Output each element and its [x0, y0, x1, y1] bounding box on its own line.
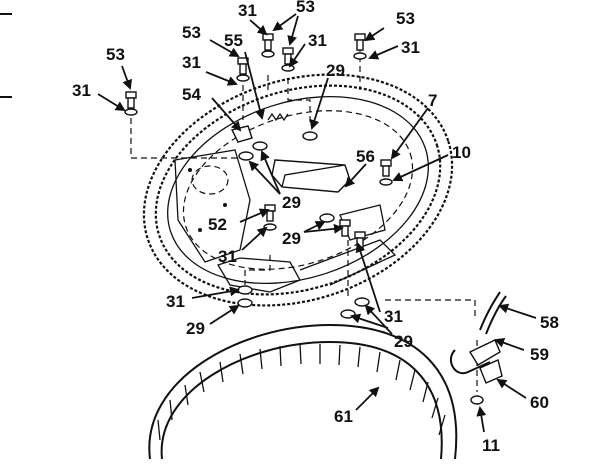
leader-arrow: [350, 313, 389, 329]
callout-29: 29: [186, 319, 205, 338]
brush-ring: [148, 323, 458, 460]
leader-arrow: [244, 51, 265, 120]
callout-31: 31: [182, 53, 201, 72]
leader-arrow: [239, 208, 270, 223]
callout-31: 31: [72, 81, 91, 100]
leader-arrow: [272, 13, 297, 32]
leader-arrow: [355, 386, 380, 411]
callout-59: 59: [530, 345, 549, 364]
nut: [470, 395, 484, 405]
bolt: [353, 33, 367, 60]
callout-53: 53: [396, 9, 415, 28]
bolt: [261, 33, 275, 58]
nut: [237, 298, 253, 308]
leader-arrow: [303, 223, 344, 234]
bolt: [379, 159, 393, 186]
callout-53: 53: [106, 45, 125, 64]
nut: [252, 141, 268, 151]
leader-arrow: [303, 221, 326, 233]
callout-7: 7: [428, 91, 437, 110]
leader-arrow: [344, 163, 367, 188]
callout-31: 31: [401, 38, 420, 57]
leader-arrow: [248, 160, 281, 195]
bolt: [124, 91, 138, 116]
leader-arrow: [476, 406, 487, 433]
bracket-part: [230, 125, 253, 143]
spring-part: [267, 112, 289, 122]
leader-arrow: [496, 378, 527, 399]
leader-arrow: [209, 304, 240, 325]
leader-arrow: [209, 39, 240, 57]
leader-arrow: [97, 93, 126, 112]
callout-31: 31: [384, 307, 403, 326]
leader-arrow: [205, 71, 238, 86]
callout-54: 54: [182, 85, 201, 104]
nut: [319, 213, 335, 223]
callout-29: 29: [326, 61, 345, 80]
housing-ring: [142, 73, 454, 307]
callout-55: 55: [224, 31, 243, 50]
callout-58: 58: [540, 313, 559, 332]
callout-53: 53: [296, 0, 315, 16]
leader-arrow: [494, 337, 525, 351]
callout-31: 31: [308, 31, 327, 50]
leader-arrow: [309, 77, 329, 130]
leader-arrow: [368, 45, 399, 60]
bolt: [281, 47, 295, 72]
rod-part: [479, 291, 507, 335]
callout-61: 61: [334, 407, 353, 426]
leader-dashed: [385, 299, 476, 320]
leader-arrow: [364, 304, 393, 335]
callout-29: 29: [282, 229, 301, 248]
leader-arrow: [241, 226, 268, 251]
leader-arrow: [498, 303, 537, 319]
clamp-part: [449, 339, 503, 384]
bolt: [354, 231, 366, 249]
leader-arrow: [355, 242, 381, 313]
mounting-plate: [174, 149, 251, 263]
bolt: [236, 57, 250, 82]
callout-56: 56: [356, 147, 375, 166]
callout-29: 29: [282, 193, 301, 212]
leader-arrow: [287, 15, 299, 46]
leader-arrow: [392, 154, 449, 182]
leader-arrow: [390, 107, 429, 160]
leader-arrow: [364, 27, 385, 42]
leader-arrow: [191, 286, 240, 299]
callout-31: 31: [218, 247, 237, 266]
leader-arrow: [260, 150, 281, 195]
callout-31: 31: [238, 1, 257, 20]
callout-60: 60: [530, 393, 549, 412]
callout-10: 10: [452, 143, 471, 162]
nut: [238, 151, 254, 161]
callout-31: 31: [166, 292, 185, 311]
segment-block: [271, 159, 351, 193]
leader-dashed: [130, 118, 250, 159]
washer: [354, 297, 370, 307]
leader-dashed: [287, 78, 311, 125]
leader-arrow: [249, 19, 268, 36]
callout-52: 52: [208, 215, 227, 234]
callout-29: 29: [394, 332, 413, 351]
washer: [237, 285, 253, 295]
callout-11: 11: [482, 436, 500, 455]
bolt: [263, 204, 277, 231]
leader-arrow: [121, 65, 132, 90]
callout-53: 53: [182, 23, 201, 42]
leader-arrow: [211, 97, 242, 132]
leader-arrow: [288, 43, 306, 68]
nut: [302, 131, 318, 141]
